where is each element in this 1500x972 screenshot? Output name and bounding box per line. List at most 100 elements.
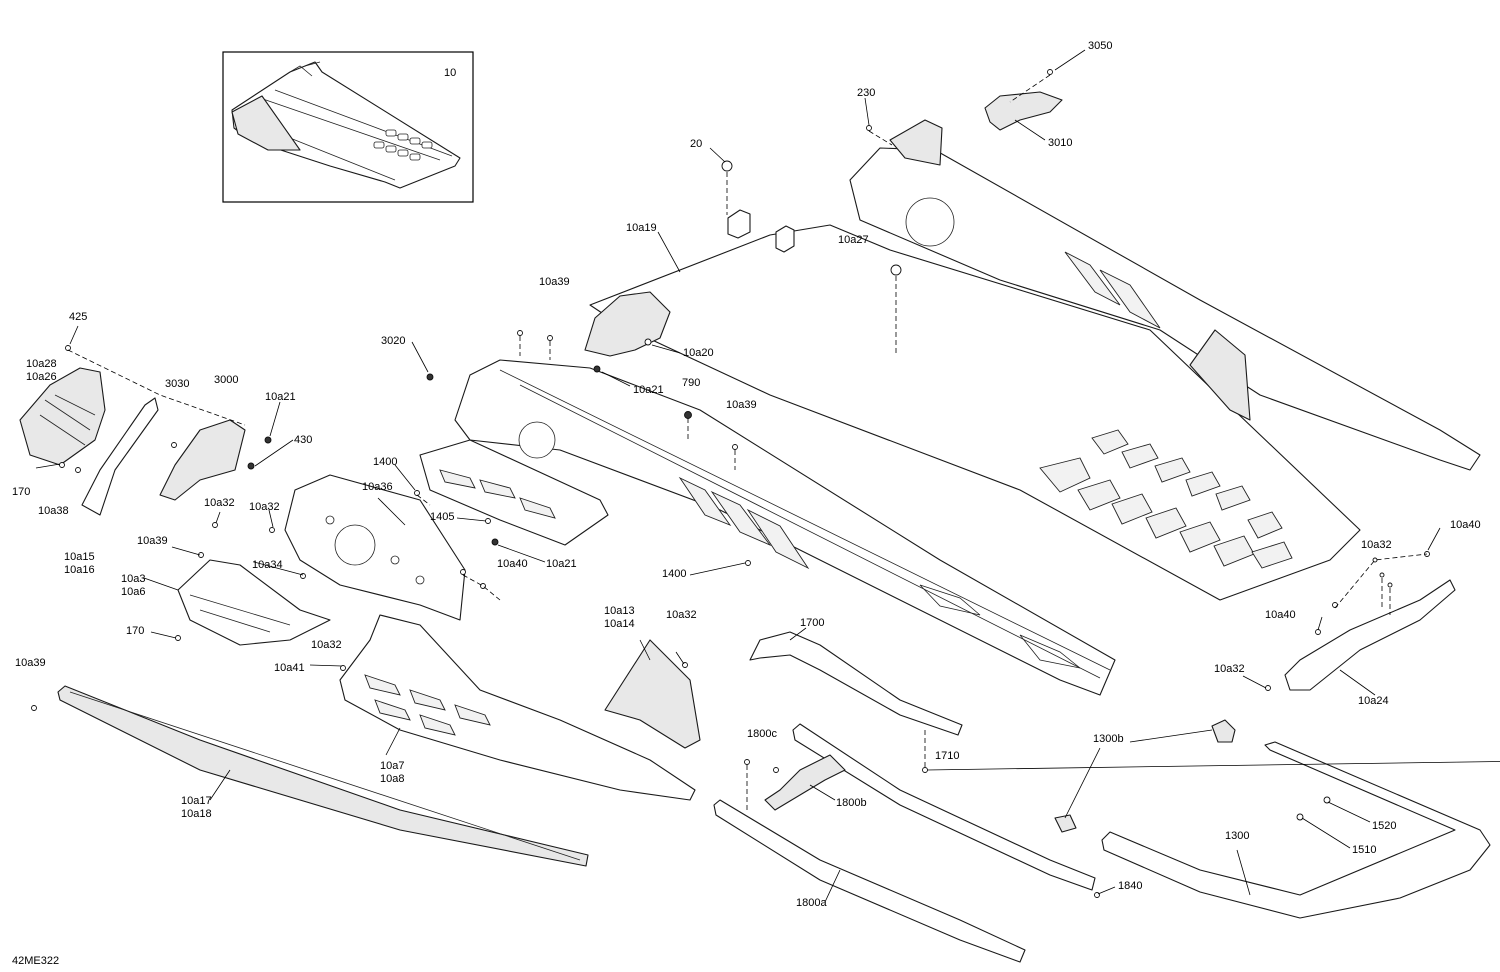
label-10a34: 10a34 — [252, 559, 283, 571]
label-10a15: 10a15 — [64, 551, 95, 563]
left-brackets — [19, 367, 246, 516]
label-10a26: 10a26 — [26, 371, 57, 383]
label-10a32-f: 10a32 — [1214, 663, 1245, 675]
label-10a39-a: 10a39 — [539, 276, 570, 288]
bolt-10a38 — [75, 467, 81, 473]
label-10a21-b: 10a21 — [265, 391, 296, 403]
label-10a20: 10a20 — [683, 347, 714, 359]
label-1800a: 1800a — [796, 897, 827, 909]
label-10a32-a: 10a32 — [204, 497, 235, 509]
label-10a40-b: 10a40 — [1450, 519, 1481, 531]
label-1400-b: 1400 — [662, 568, 686, 580]
inset-side-panel — [231, 95, 301, 151]
footrest-support-1400 — [419, 439, 609, 546]
footrest-rail-1800b — [792, 723, 1096, 891]
label-10a39-c: 10a39 — [137, 535, 168, 547]
left-panel-wheel-hole — [518, 421, 556, 459]
label-3010: 3010 — [1048, 137, 1072, 149]
label-10a24: 10a24 — [1358, 695, 1389, 707]
right-rail-bracket — [1189, 329, 1251, 421]
label-10a16: 10a16 — [64, 564, 95, 576]
label-170-b: 170 — [126, 625, 144, 637]
tunnel-top-plate — [589, 224, 1361, 601]
label-3020: 3020 — [381, 335, 405, 347]
plug-20 — [721, 160, 733, 172]
label-10a14: 10a14 — [604, 618, 635, 630]
label-10a40-a: 10a40 — [497, 558, 528, 570]
bolt-230 — [866, 125, 872, 131]
label-10a3: 10a3 — [121, 573, 145, 585]
label-10a19: 10a19 — [626, 222, 657, 234]
label-425: 425 — [69, 311, 87, 323]
label-10a21-a: 10a21 — [633, 384, 664, 396]
label-10a28: 10a28 — [26, 358, 57, 370]
rails — [57, 91, 1491, 963]
label-10a7: 10a7 — [380, 760, 404, 772]
label-10a13: 10a13 — [604, 605, 635, 617]
label-1405: 1405 — [430, 511, 454, 523]
label-1800c: 1800c — [747, 728, 777, 740]
bolt-170 — [59, 462, 65, 468]
running-board-support-10a7 — [339, 614, 696, 801]
label-10a8: 10a8 — [380, 773, 404, 785]
footrest-10a28 — [19, 367, 106, 466]
inset-label: 10 — [444, 67, 456, 79]
bolt-170b — [175, 635, 181, 641]
assembly-inset: 10 — [222, 51, 474, 203]
leader-lines — [35, 49, 1500, 903]
bulkhead-parts — [177, 439, 701, 801]
bolt-3050 — [1047, 69, 1053, 75]
diagram-id: 42ME322 — [12, 955, 59, 967]
right-rail-wheel-hole — [905, 197, 955, 247]
bolt-425 — [65, 345, 71, 351]
label-10a32-d: 10a32 — [311, 639, 342, 651]
label-10a18: 10a18 — [181, 808, 212, 820]
bolt-3030 — [171, 442, 177, 448]
brace-1800c — [764, 754, 846, 811]
label-1520: 1520 — [1372, 820, 1396, 832]
label-10a32-c: 10a32 — [666, 609, 697, 621]
label-230: 230 — [857, 87, 875, 99]
label-10a32-b: 10a32 — [249, 501, 280, 513]
latch-1300b — [1211, 719, 1236, 743]
label-1840: 1840 — [1118, 880, 1142, 892]
label-1510: 1510 — [1352, 844, 1376, 856]
label-1300: 1300 — [1225, 830, 1249, 842]
nut-10a21c — [491, 538, 499, 546]
label-10a39-d: 10a39 — [15, 657, 46, 669]
label-10a6: 10a6 — [121, 586, 145, 598]
tunnel — [454, 119, 1481, 696]
label-10a36: 10a36 — [362, 481, 393, 493]
hardware — [31, 69, 1430, 898]
label-3030: 3030 — [165, 378, 189, 390]
bracket-3000 — [159, 419, 246, 501]
rivet-10a20 — [644, 338, 652, 346]
label-1300b: 1300b — [1093, 733, 1124, 745]
label-10a17: 10a17 — [181, 795, 212, 807]
nut-10a21 — [593, 365, 601, 373]
label-790: 790 — [682, 377, 700, 389]
front-cross-plate-10a3 — [177, 559, 331, 646]
label-1710: 1710 — [935, 750, 959, 762]
nut-10a21b — [264, 436, 272, 444]
plug-10a27 — [890, 264, 902, 276]
running-board-edge-1700 — [749, 631, 963, 736]
rear-bumper-1300 — [1101, 741, 1491, 919]
grab-handle-3010 — [984, 91, 1063, 131]
label-10a38: 10a38 — [38, 505, 69, 517]
bushing-790 — [684, 411, 692, 419]
label-20: 20 — [690, 138, 702, 150]
label-3000: 3000 — [214, 374, 238, 386]
label-1700: 1700 — [800, 617, 824, 629]
label-10a40-c: 10a40 — [1265, 609, 1296, 621]
label-10a21-c: 10a21 — [546, 558, 577, 570]
toe-hold-10a15 — [81, 397, 159, 516]
nut-3020 — [426, 373, 434, 381]
right-rail-louvers — [1064, 251, 1161, 329]
latch-clip — [1054, 814, 1077, 833]
tunnel-vent-holes — [1039, 429, 1293, 569]
rear-bumper-bracket — [889, 119, 943, 166]
label-430: 430 — [294, 434, 312, 446]
label-10a32-e: 10a32 — [1361, 539, 1392, 551]
